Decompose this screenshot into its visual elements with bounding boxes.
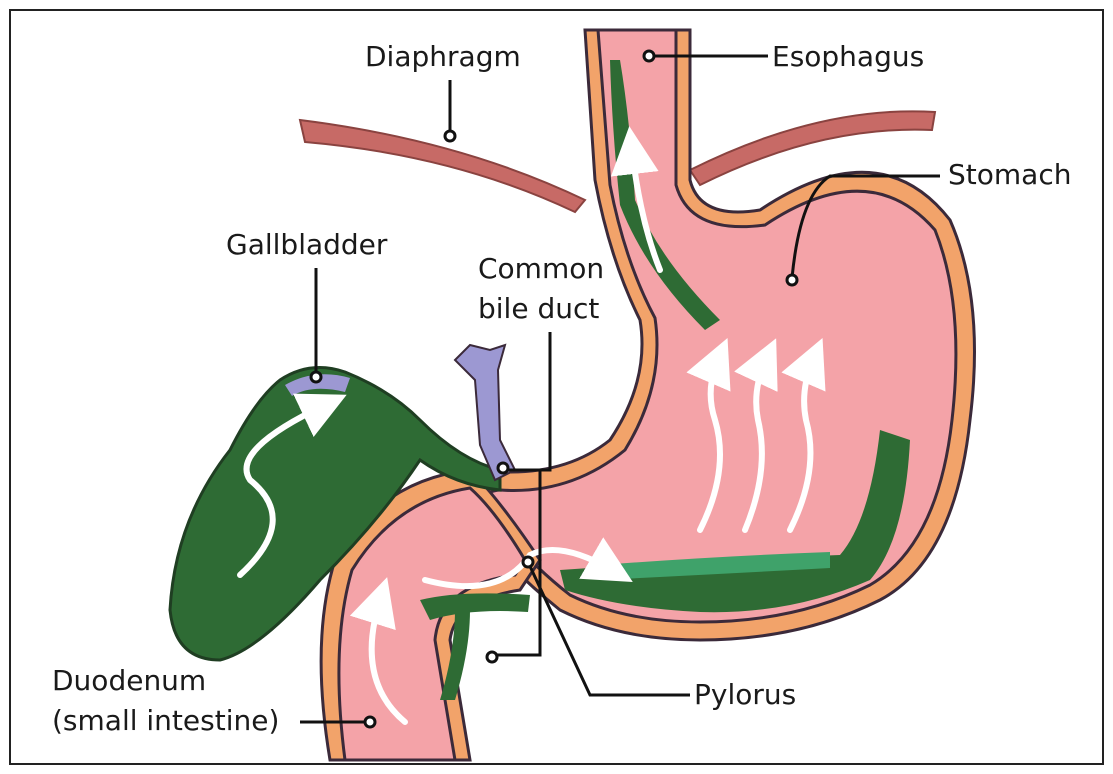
esophagus-label: Esophagus (772, 40, 924, 73)
circle-pointer-icon (487, 652, 497, 662)
diaphragm-label: Diaphragm (365, 40, 521, 73)
circle-pointer-icon (311, 372, 321, 382)
gallbladder-label: Gallbladder (226, 228, 388, 261)
common-bile-duct-label-line1: Common (478, 252, 604, 285)
circle-pointer-icon (787, 275, 797, 285)
circle-pointer-icon (445, 131, 455, 141)
duodenum-label-line2: (small intestine) (52, 704, 279, 737)
circle-pointer-icon (498, 463, 508, 473)
stomach-label: Stomach (948, 158, 1071, 191)
circle-pointer-icon (523, 557, 533, 567)
circle-pointer-icon (644, 51, 654, 61)
common-bile-duct-label-line2: bile duct (478, 292, 599, 325)
circle-pointer-icon (365, 717, 375, 727)
pylorus-label: Pylorus (694, 678, 796, 711)
duodenum-label-line1: Duodenum (52, 664, 206, 697)
